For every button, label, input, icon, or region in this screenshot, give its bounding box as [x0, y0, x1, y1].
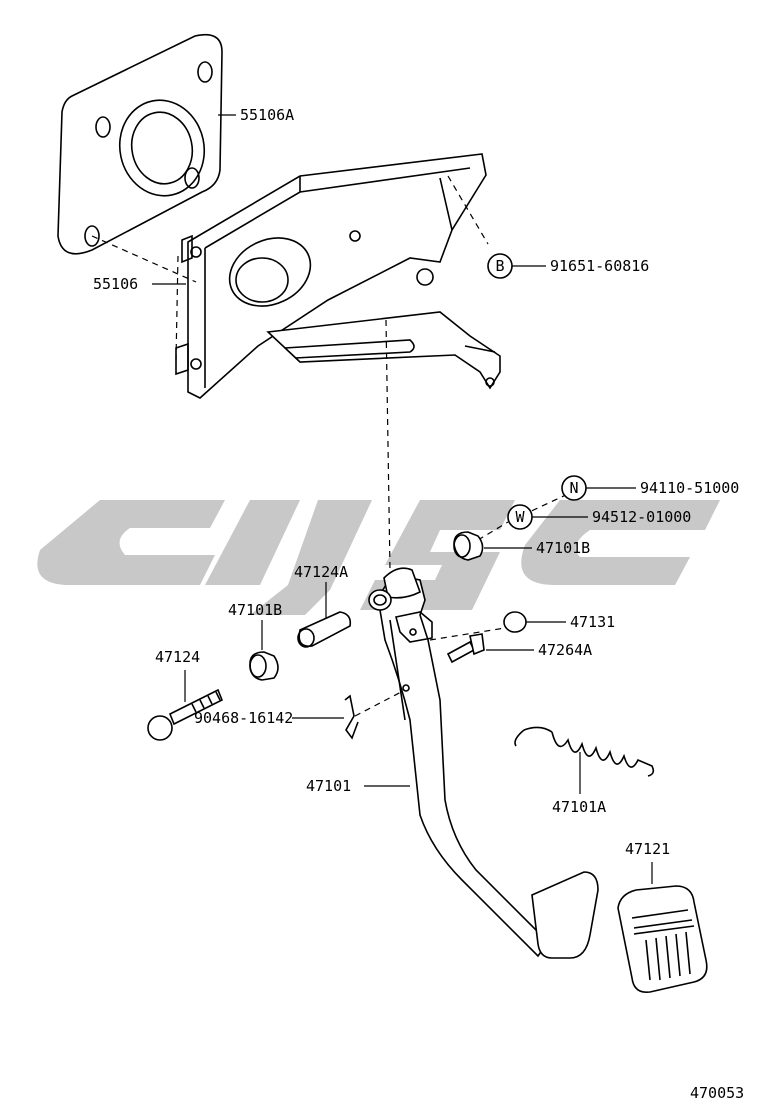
label-47124a: 47124A — [294, 563, 348, 581]
symbol-b-label: B — [495, 257, 504, 275]
label-90468-16142: 90468-16142 — [194, 709, 293, 727]
symbol-n-label: N — [569, 479, 578, 497]
label-47264a: 47264A — [538, 641, 592, 659]
plate-55106a — [57, 33, 223, 255]
leader-lines — [152, 114, 653, 884]
label-47124: 47124 — [155, 648, 200, 666]
symbol-n: N — [561, 475, 587, 501]
small-parts — [147, 531, 655, 777]
symbol-b: B — [487, 253, 513, 279]
symbol-w: W — [507, 504, 533, 530]
label-47101b-left: 47101B — [228, 601, 282, 619]
label-47131: 47131 — [570, 613, 615, 631]
label-94512-01000: 94512-01000 — [592, 508, 691, 526]
symbol-w-label: W — [515, 508, 525, 526]
bracket-55106 — [175, 153, 501, 399]
label-91651-60816: 91651-60816 — [550, 257, 649, 275]
label-55106: 55106 — [93, 275, 138, 293]
label-47101a: 47101A — [552, 798, 606, 816]
label-47101b-right: 47101B — [536, 539, 590, 557]
diagram-code: 470053 — [690, 1084, 744, 1102]
part-labels: 55106A 55106 91651-60816 94110-51000 945… — [93, 106, 744, 1102]
pedal-pad-47121 — [617, 885, 708, 994]
watermark — [37, 500, 720, 615]
alignment-lines — [91, 175, 569, 717]
label-55106a: 55106A — [240, 106, 294, 124]
pedal-arm-47101 — [368, 567, 599, 959]
label-47121: 47121 — [625, 840, 670, 858]
label-94110-51000: 94110-51000 — [640, 479, 739, 497]
label-47101: 47101 — [306, 777, 351, 795]
